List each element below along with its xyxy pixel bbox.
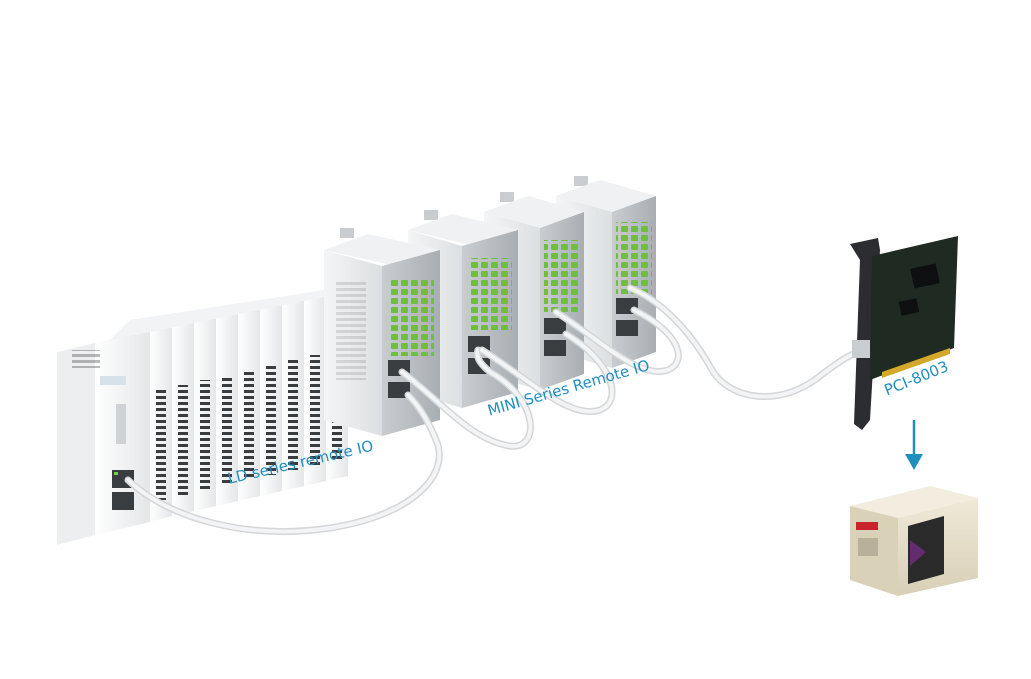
industrial-pc [850, 486, 978, 596]
ipc-brand-badge [856, 522, 878, 530]
pci-chip [898, 298, 920, 316]
ld-io-slice [150, 325, 172, 522]
ld-io-slice [172, 320, 194, 516]
pci-chip [910, 263, 940, 289]
ld-vent-grille [72, 350, 100, 368]
ethernet-cable [626, 284, 862, 400]
ld-port-led [114, 472, 118, 475]
terminal-block [468, 258, 512, 330]
ld-io-slice [304, 290, 326, 486]
ld-series-module-stack [57, 285, 350, 545]
ipc-front-door [908, 516, 944, 584]
ipc-drive-bay [858, 538, 878, 556]
ld-io-slice [260, 300, 282, 496]
ld-io-slice [282, 295, 304, 491]
terminal-block [388, 278, 434, 356]
ld-io-slice [238, 305, 260, 501]
ld-io-slices [110, 285, 350, 522]
rj45-port[interactable] [544, 340, 566, 356]
rj45-port[interactable] [616, 320, 638, 336]
ld-io-slice [194, 315, 216, 511]
terminal-block [616, 222, 652, 294]
ld-status-leds [116, 404, 126, 444]
arrow-down-icon [905, 420, 923, 470]
mini-io-module [324, 228, 440, 436]
ld-brand-plate [100, 376, 126, 385]
pci-edge-connector [882, 348, 950, 378]
side-vent [336, 280, 366, 380]
ld-io-slice [216, 310, 238, 506]
terminal-block [544, 240, 580, 312]
ld-ethernet-port[interactable] [112, 492, 134, 510]
pci-motion-card [850, 236, 958, 430]
ld-coupler-module [57, 330, 150, 545]
mini-series-modules [324, 176, 656, 436]
pci-port[interactable] [852, 340, 870, 358]
rj45-port[interactable] [544, 318, 566, 334]
network-cables [124, 284, 862, 535]
rj45-port[interactable] [388, 382, 410, 398]
